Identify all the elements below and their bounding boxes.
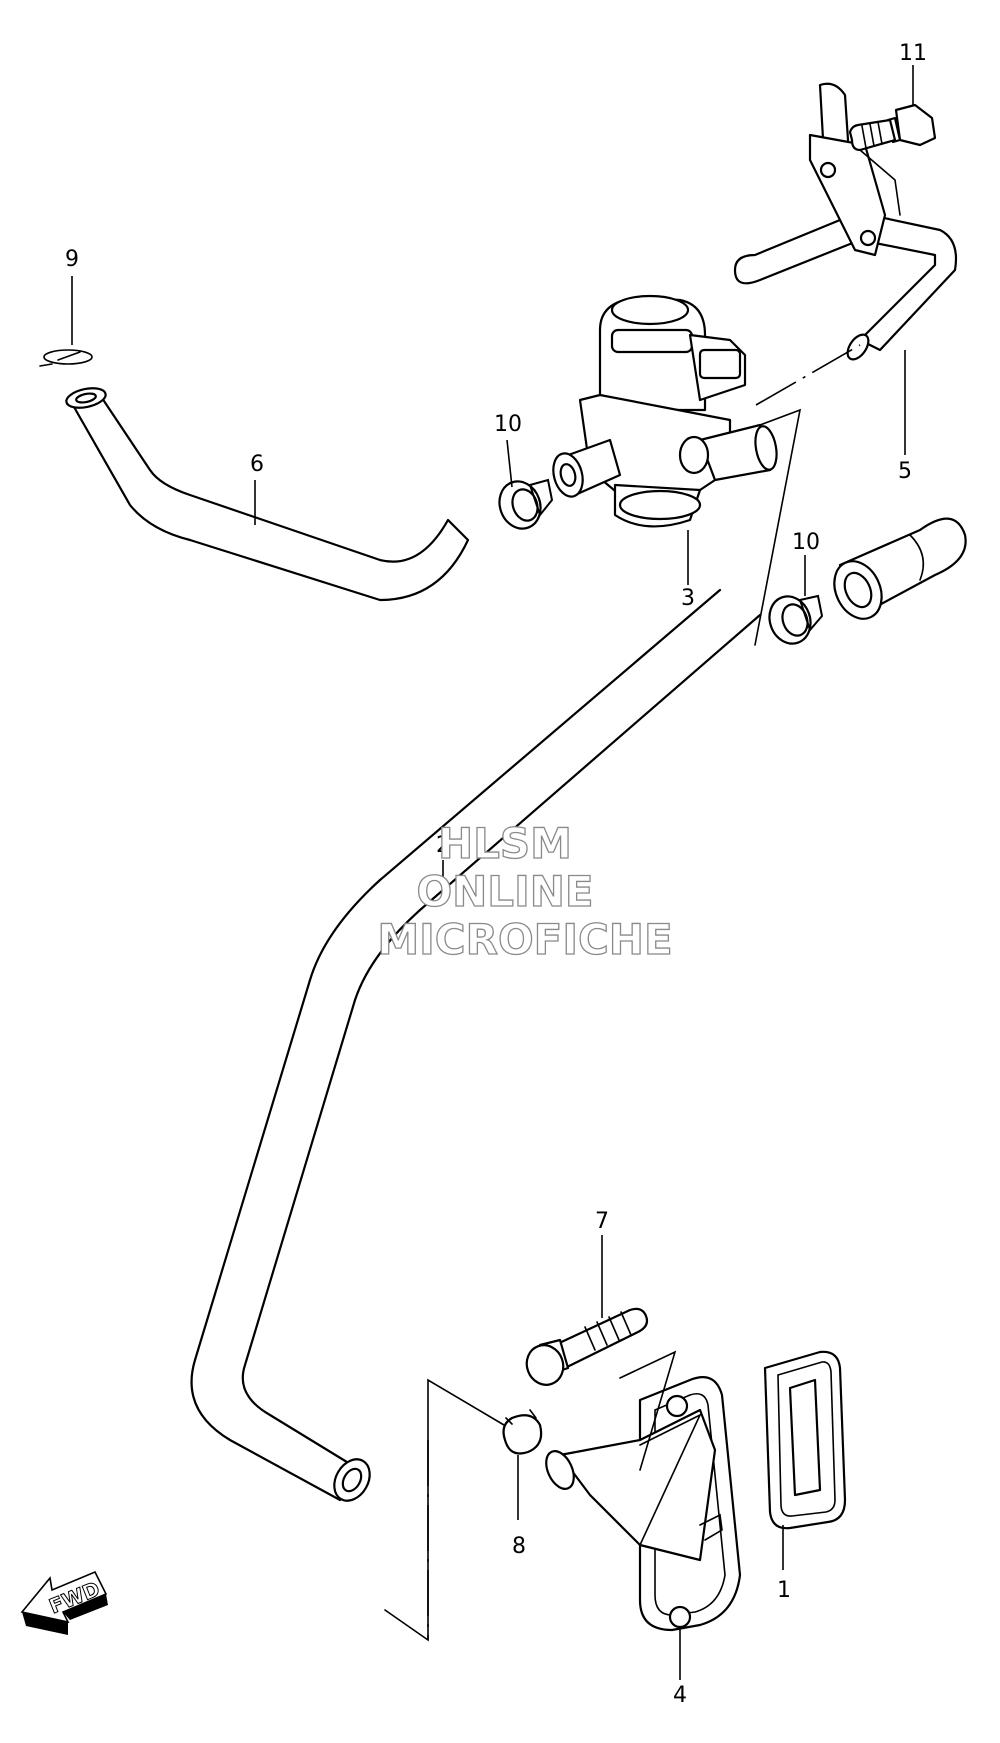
part-4-housing	[545, 1376, 742, 1632]
fwd-arrow-icon: FWD	[20, 1570, 108, 1635]
part-5-pipe	[733, 82, 958, 361]
part-10-clamp-b	[768, 594, 824, 645]
hose-end	[833, 517, 967, 620]
callout-2: 2	[436, 833, 450, 858]
callout-3: 3	[681, 586, 695, 611]
part-11-bolt	[848, 103, 937, 152]
callout-7: 7	[595, 1209, 609, 1234]
connection-lines	[384, 344, 861, 1642]
part-1-gasket	[763, 1350, 847, 1530]
callout-4: 4	[673, 1683, 687, 1708]
part-10-clamp-a	[498, 478, 554, 530]
callout-5: 5	[898, 459, 912, 484]
part-2-hose	[190, 588, 762, 1502]
callout-11: 11	[899, 41, 927, 66]
watermark: HLSM ONLINE MICROFICHE	[377, 818, 674, 964]
watermark-line-3: MICROFICHE	[377, 915, 672, 964]
watermark-line-2: ONLINE	[416, 867, 593, 916]
part-3-valve	[552, 294, 778, 528]
part-8-clip	[502, 1409, 543, 1455]
callout-6: 6	[250, 452, 264, 477]
leader-lines	[71, 65, 914, 1680]
part-9-clip	[39, 349, 93, 367]
callout-1: 1	[777, 1578, 791, 1603]
callout-labels: 1 2 3 4 5 6 7 8 9 10 10 11	[65, 41, 927, 1708]
callout-10-b: 10	[792, 530, 820, 555]
callout-8: 8	[512, 1534, 526, 1559]
part-7-bolt	[525, 1307, 649, 1386]
callout-10-a: 10	[494, 412, 522, 437]
watermark-line-1: HLSM	[438, 819, 572, 868]
callout-9: 9	[65, 247, 79, 272]
part-6-hose	[65, 387, 470, 602]
